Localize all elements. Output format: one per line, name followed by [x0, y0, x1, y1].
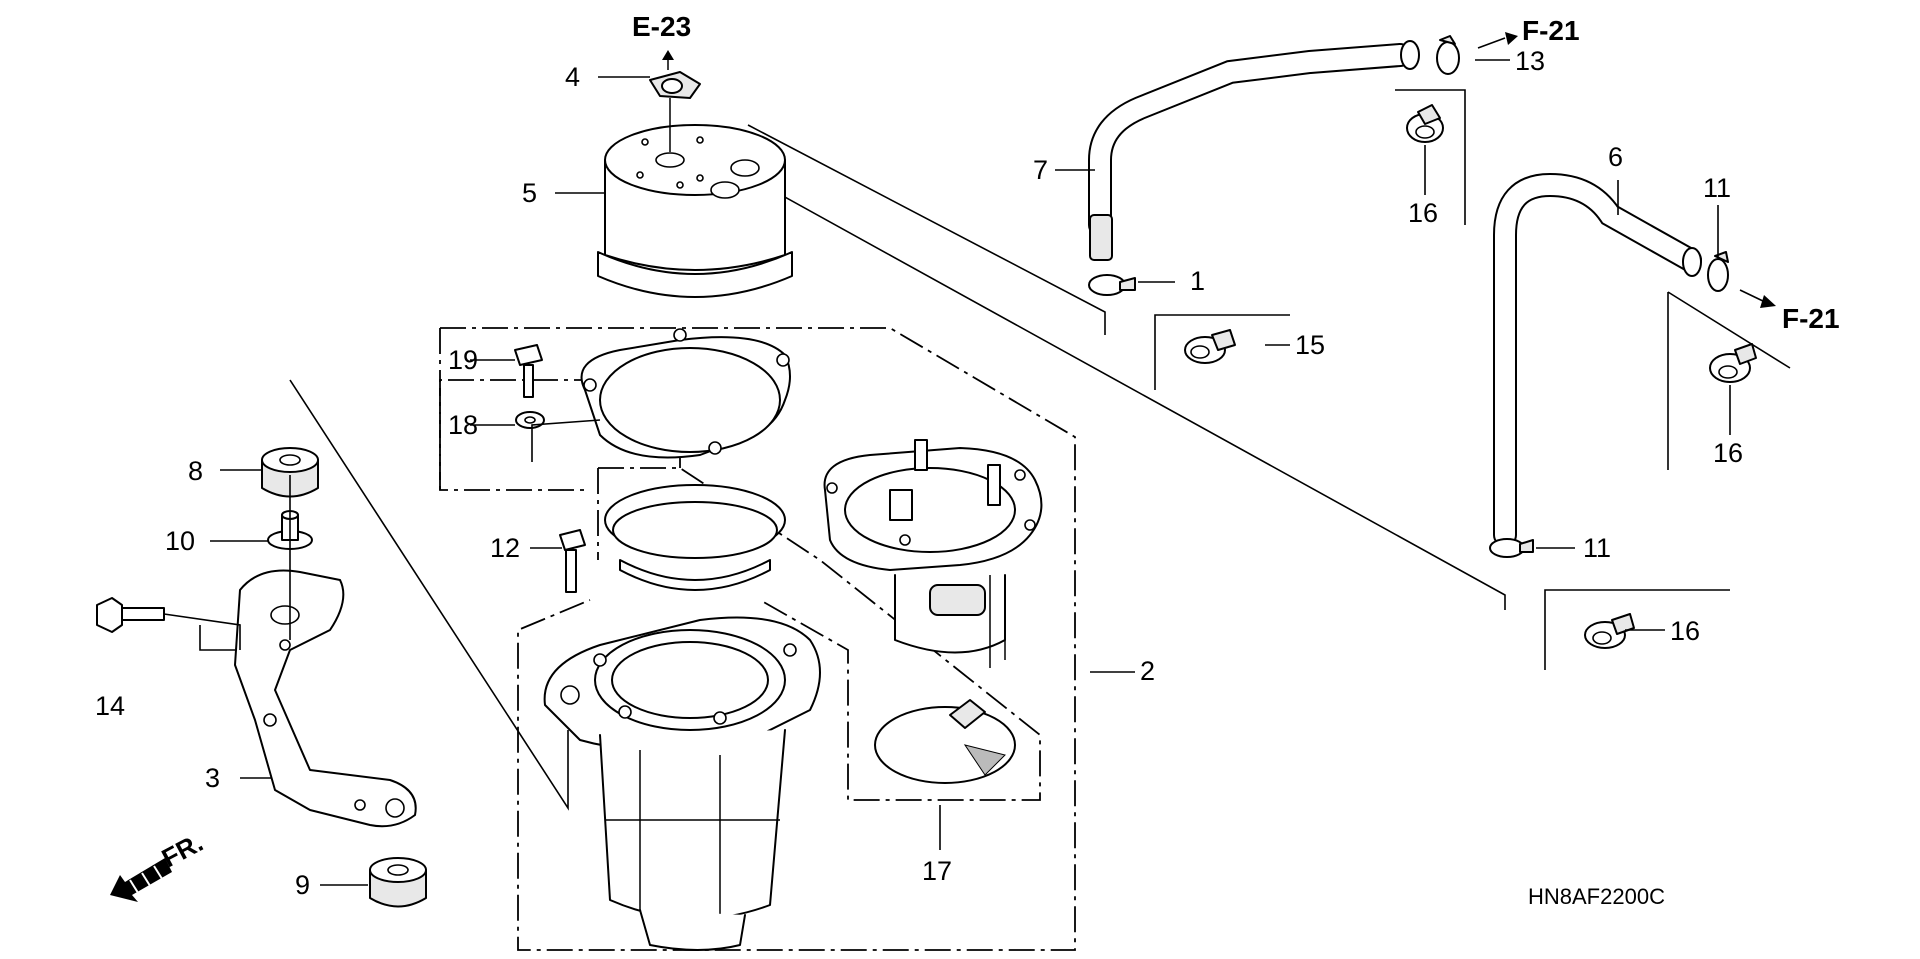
hose-7: [1088, 40, 1420, 261]
callout-4: 4: [565, 62, 580, 92]
callout-2: 2: [1140, 656, 1155, 686]
o-rings: [604, 484, 786, 591]
ref-arrows: [1477, 32, 1776, 308]
callout-labels: 1 2 3 4 5 6 7 8 9 10 11 11 12 13 14 15 1…: [95, 46, 1743, 900]
bolt-12: [559, 529, 586, 593]
gasket-plate: [580, 328, 791, 459]
callout-14: 14: [95, 691, 125, 721]
ref-f21-top: F-21: [1522, 15, 1580, 46]
callout-11-top: 11: [1703, 173, 1731, 203]
callout-15: 15: [1295, 330, 1325, 360]
clamp-16-top: [1406, 104, 1444, 143]
washer-18: [515, 411, 545, 429]
callout-8: 8: [188, 456, 203, 486]
callout-7: 7: [1033, 155, 1048, 185]
callout-12: 12: [490, 533, 520, 563]
callout-5: 5: [522, 178, 537, 208]
clip-11-bottom: [1489, 538, 1534, 558]
callout-16-right: 16: [1713, 438, 1743, 468]
callout-18: 18: [448, 410, 478, 440]
drawing-code: HN8AF2200C: [1528, 884, 1665, 909]
vent-cap: [649, 50, 701, 152]
ref-e23: E-23: [632, 11, 691, 42]
callout-6: 6: [1608, 142, 1623, 172]
mounting-bracket: [234, 569, 417, 828]
filter-housing: [543, 616, 821, 951]
callout-9: 9: [295, 870, 310, 900]
callout-19: 19: [448, 345, 478, 375]
clip-11-top: [1707, 251, 1729, 292]
bolt-19: [514, 344, 543, 398]
callout-10: 10: [165, 526, 195, 556]
hose-6: [1493, 172, 1702, 547]
assembly-frames: [289, 89, 1791, 951]
callout-1: 1: [1190, 266, 1205, 296]
callout-17: 17: [922, 856, 952, 886]
filter-screen: [874, 699, 1016, 784]
ref-f21-right: F-21: [1782, 303, 1840, 334]
callout-11-bottom: 11: [1583, 533, 1611, 563]
filter-cover: [597, 124, 793, 298]
bolt-14: [96, 597, 241, 651]
callout-16-top: 16: [1408, 198, 1438, 228]
fuel-pump-module: [823, 439, 1043, 668]
callout-13: 13: [1515, 46, 1545, 76]
clip-1: [1088, 274, 1136, 296]
callout-3: 3: [205, 763, 220, 793]
grommet-9: [369, 857, 427, 908]
clamp-16-bottom: [1584, 613, 1635, 649]
callout-16-bottom: 16: [1670, 616, 1700, 646]
clamp-15: [1184, 329, 1236, 364]
clip-13: [1436, 35, 1460, 75]
callout-leaders: [210, 59, 1731, 886]
grommet-8: [261, 447, 319, 498]
clamp-16-right: [1709, 343, 1757, 383]
front-direction-arrow: [110, 858, 172, 902]
